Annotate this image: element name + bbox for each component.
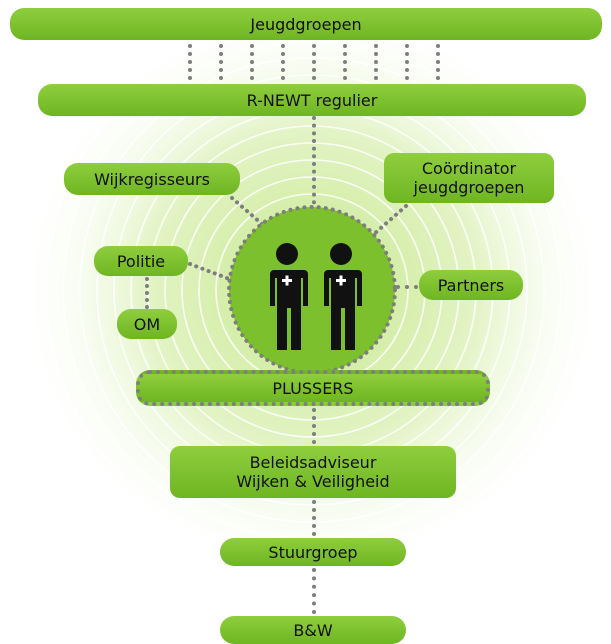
connector-politie-om bbox=[145, 277, 149, 309]
person-plus-icon bbox=[324, 243, 362, 350]
node-beleidsadviseur: Beleidsadviseur Wijken & Veiligheid bbox=[170, 446, 456, 498]
node-wijkregisseurs: Wijkregisseurs bbox=[64, 163, 240, 195]
node-om: OM bbox=[117, 309, 177, 339]
node-coordinator-jeugdgroepen: Coördinator jeugdgroepen bbox=[384, 153, 554, 203]
connector-coordinator-circle bbox=[372, 204, 408, 236]
node-rnewt-regulier: R-NEWT regulier bbox=[38, 84, 586, 116]
node-coordinator-line2: jeugdgroepen bbox=[413, 178, 525, 197]
node-stuurgroep: Stuurgroep bbox=[220, 538, 406, 566]
connector-plussers-beleid bbox=[312, 408, 316, 444]
node-coordinator-line1: Coördinator bbox=[421, 159, 517, 178]
node-partners: Partners bbox=[419, 270, 523, 300]
connector-rnewt-circle bbox=[312, 116, 316, 212]
node-jeugdgroepen: Jeugdgroepen bbox=[10, 8, 602, 40]
node-om-label: OM bbox=[133, 314, 161, 334]
node-plussers: PLUSSERS bbox=[136, 370, 490, 406]
connector-beleid-stuurgroep bbox=[312, 500, 316, 536]
node-jeugdgroepen-label: Jeugdgroepen bbox=[250, 14, 362, 34]
node-plussers-label: PLUSSERS bbox=[272, 378, 354, 398]
node-beleid-line1: Beleidsadviseur bbox=[249, 453, 377, 472]
connector-politie-circle bbox=[188, 262, 234, 282]
node-bw: B&W bbox=[220, 616, 406, 644]
connector-partners-circle bbox=[396, 285, 418, 289]
node-politie-label: Politie bbox=[116, 251, 166, 271]
person-plus-icon bbox=[270, 243, 308, 350]
node-politie: Politie bbox=[94, 246, 188, 276]
node-rnewt-label: R-NEWT regulier bbox=[246, 90, 378, 110]
node-stuurgroep-label: Stuurgroep bbox=[268, 542, 358, 562]
connector-stuurgroep-bw bbox=[312, 568, 316, 614]
node-wijkregisseurs-label: Wijkregisseurs bbox=[94, 169, 210, 189]
node-partners-label: Partners bbox=[437, 275, 505, 295]
connector-wijkregisseurs-circle bbox=[230, 196, 264, 226]
node-bw-label: B&W bbox=[293, 620, 333, 640]
node-beleid-line2: Wijken & Veiligheid bbox=[236, 472, 390, 491]
